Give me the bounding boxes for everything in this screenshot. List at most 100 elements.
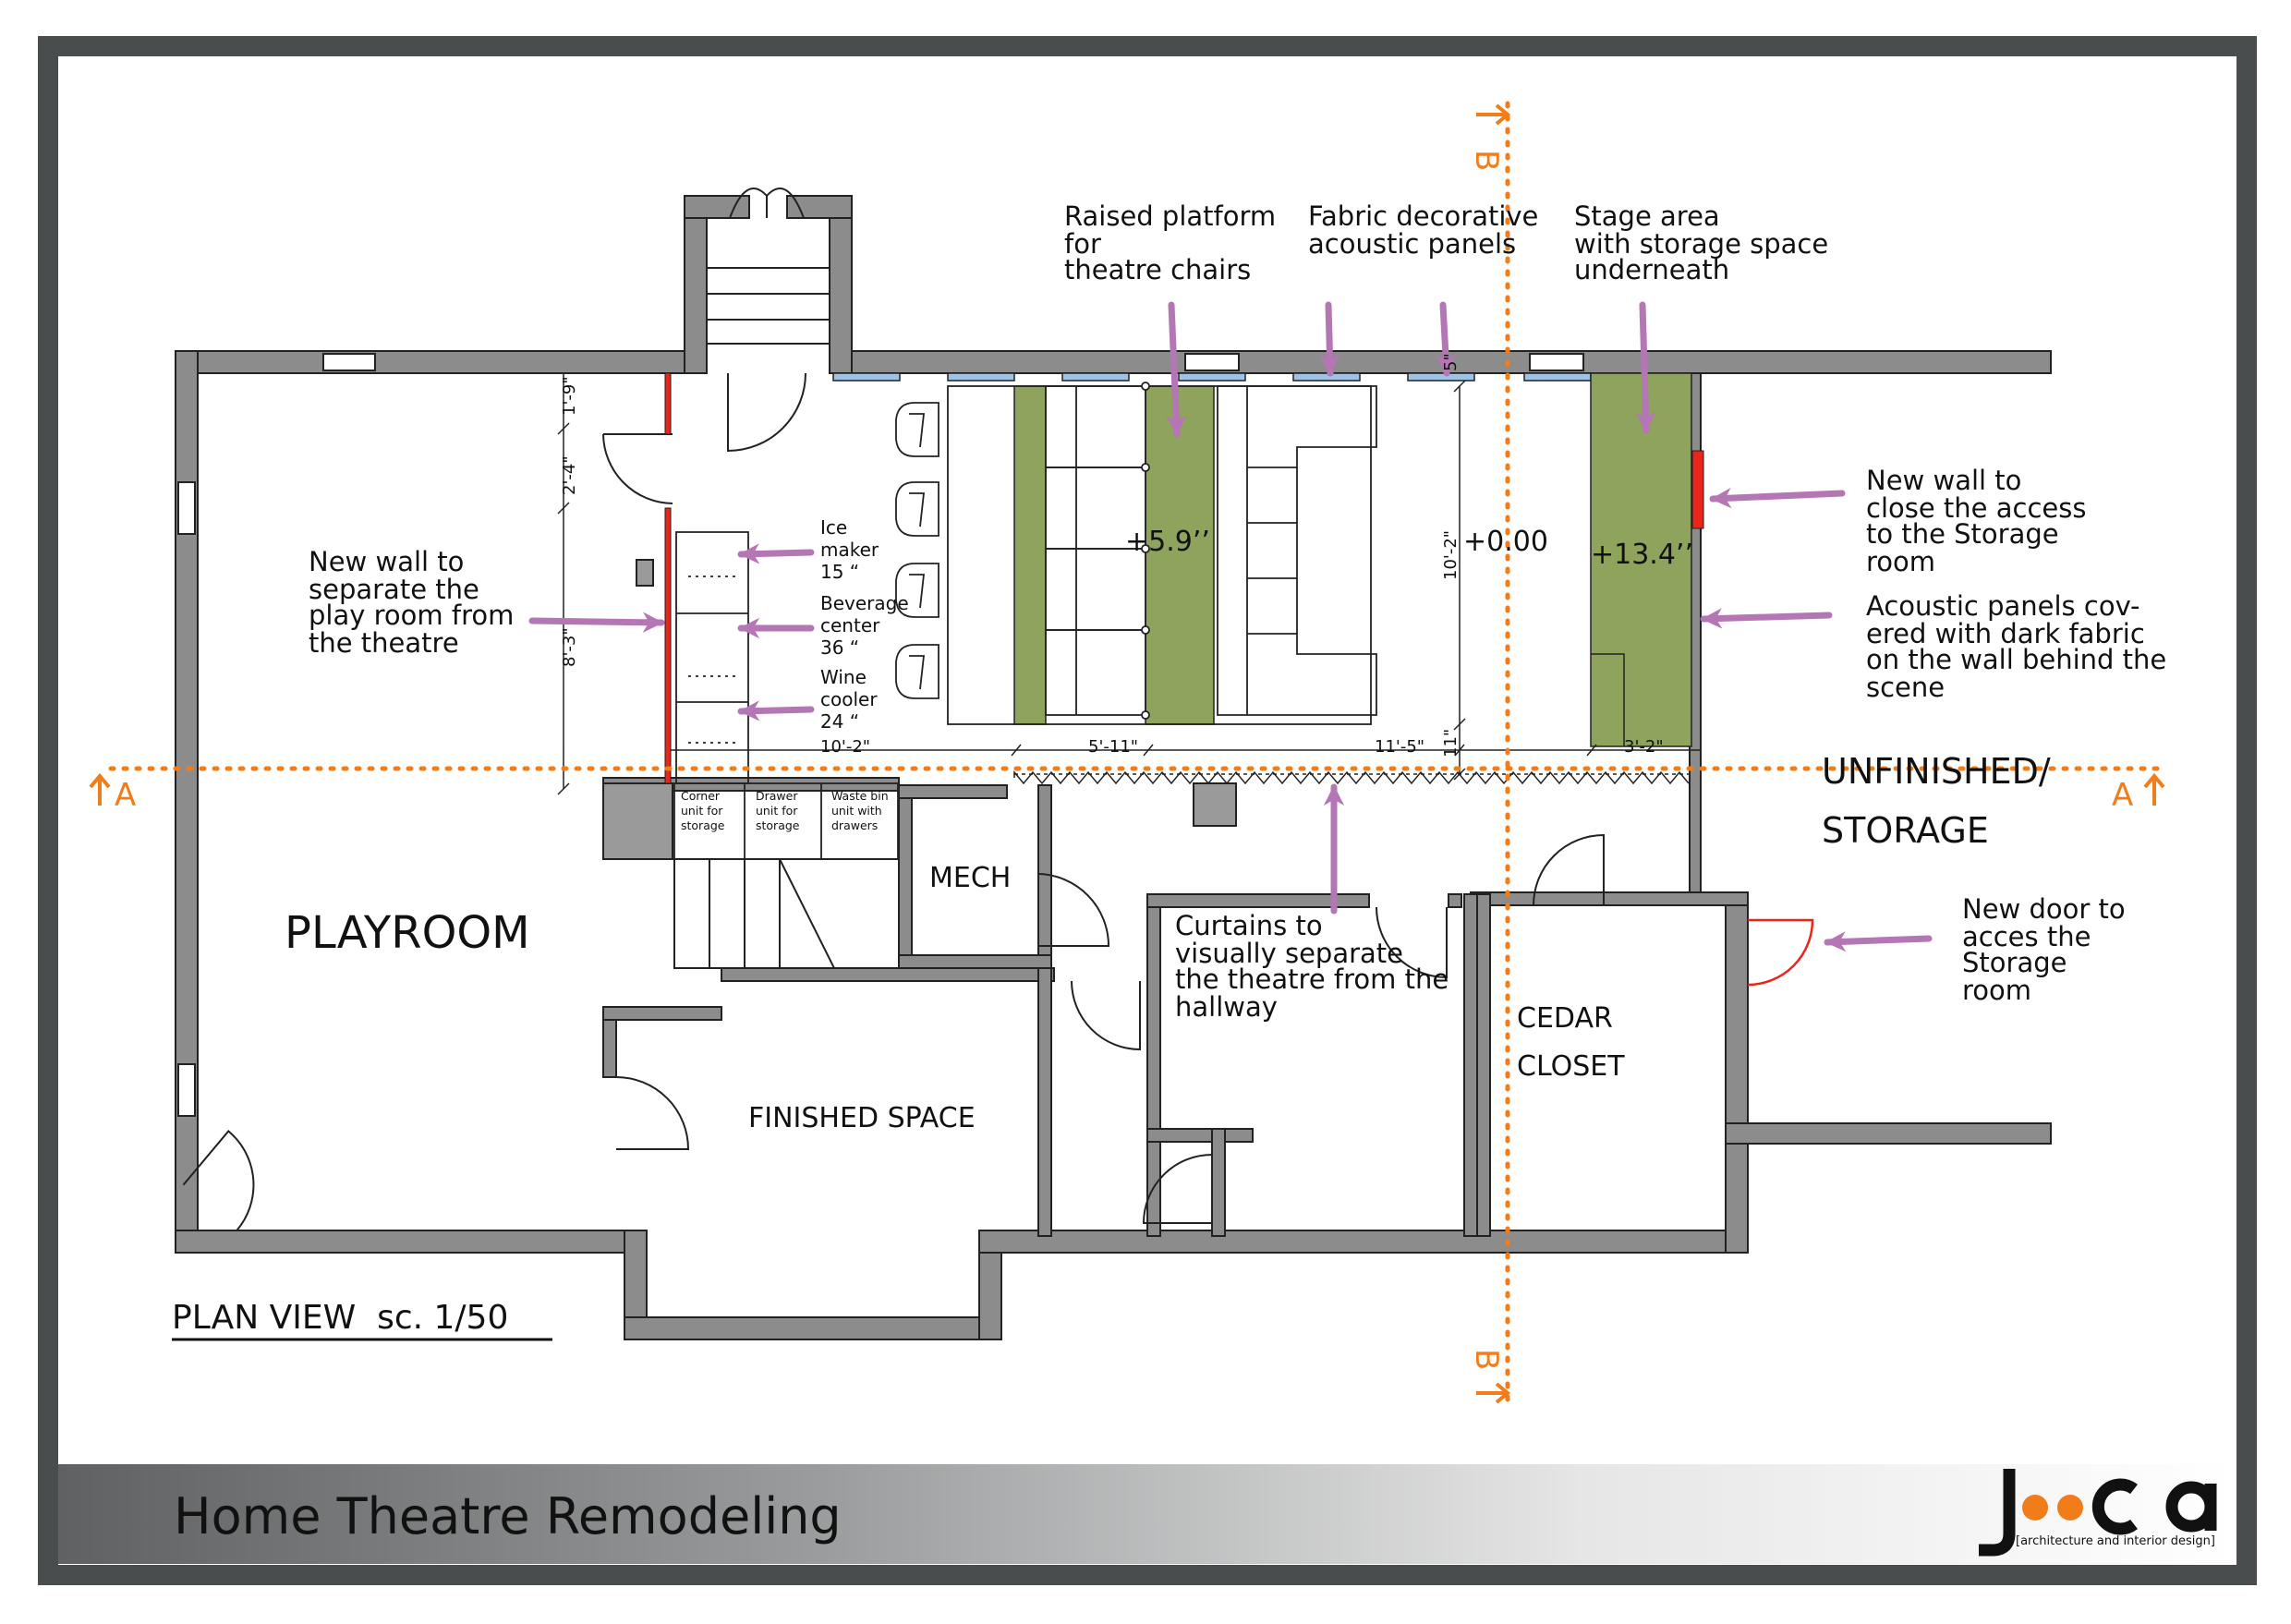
window-2 <box>1184 353 1240 371</box>
platform-strip-left <box>1013 385 1047 725</box>
new-wall-playroom <box>664 507 672 784</box>
door-stair[interactable] <box>727 372 806 453</box>
unit-drawer-l3: storage <box>756 818 800 832</box>
door-hallway-top[interactable] <box>1376 906 1448 979</box>
appliance-beverage-l2: center <box>820 614 880 636</box>
new-wall-top-segment <box>664 372 672 435</box>
window-1 <box>322 353 376 371</box>
unit-corner-l2: unit for <box>681 804 723 818</box>
door-cedar-closet[interactable] <box>1533 833 1605 906</box>
door-small-closet[interactable] <box>1142 1154 1213 1224</box>
wall-hall-top-stub <box>1448 893 1462 908</box>
unit-corner-l1: Corner <box>681 789 721 803</box>
appliance-wine-l1: Wine <box>820 666 867 688</box>
note-acoustic-l4: scene <box>1866 672 1945 703</box>
note-newwall-play-l2: separate the <box>309 574 479 605</box>
side-chairs <box>895 402 939 699</box>
wall-top-left <box>175 350 685 374</box>
kitchenette <box>673 531 899 860</box>
note-curtains-l3: the theatre from the <box>1175 963 1449 995</box>
column <box>1193 782 1237 827</box>
note-fabric-l1: Fabric decorative <box>1308 200 1538 232</box>
appliance-wine-l3: 24 “ <box>820 710 859 733</box>
note-newdoor-l2: acces the <box>1962 921 2091 952</box>
stage-area <box>1590 372 1692 747</box>
level-stage: +13.4’’ <box>1591 539 1693 571</box>
wall-post <box>636 559 654 587</box>
room-unfinished-line2: STORAGE <box>1822 810 1989 851</box>
room-cedar-line2: CLOSET <box>1517 1050 1625 1083</box>
dim-1-9: 1'-9" <box>560 376 579 416</box>
wall-mech-top <box>898 784 1008 799</box>
door-hall[interactable] <box>1071 980 1141 1051</box>
new-door-storage[interactable] <box>1747 918 1814 987</box>
note-newwall-storage-l2: close the access <box>1866 492 2086 524</box>
wall-bottom-right <box>978 1230 1749 1254</box>
logo-tagline: [architecture and interior design] <box>2016 1534 2215 1548</box>
section-a-right-arrow-icon <box>2143 772 2165 806</box>
section-b-top-label: B <box>1468 150 1505 171</box>
storage-block <box>602 782 673 860</box>
dim-10-2-vertical: 10'-2" <box>1441 530 1461 580</box>
stair-top <box>706 188 830 345</box>
wall-bay-bottom <box>624 1316 1002 1340</box>
acoustic-panel-4 <box>1178 372 1246 382</box>
window-4 <box>177 481 196 535</box>
wall-mech-bottom <box>898 954 1052 969</box>
door-finished-space[interactable] <box>615 1076 690 1150</box>
note-newdoor-l3: Storage <box>1962 947 2067 978</box>
unit-waste-l2: unit with <box>831 804 882 818</box>
dim-5: 5" <box>1441 353 1461 371</box>
note-newwall-play-l1: New wall to <box>309 546 464 577</box>
wall-stair-left <box>684 195 708 374</box>
arrow-ice-maker <box>737 543 815 564</box>
wall-stair-top-right <box>786 195 853 219</box>
arrow-acoustic-dark <box>1700 608 1833 629</box>
room-playroom: PLAYROOM <box>285 907 530 959</box>
logo-dot-2 <box>2057 1495 2083 1521</box>
note-raised-l1: Raised platform <box>1064 200 1276 232</box>
dim-11-5: 11'-5" <box>1375 737 1424 757</box>
door-playroom-exterior[interactable] <box>182 1130 282 1231</box>
window-3 <box>1529 353 1584 371</box>
section-a-left-arrow-icon <box>89 772 111 806</box>
section-b-bottom-label: B <box>1468 1349 1505 1370</box>
arrow-wine <box>737 700 815 721</box>
room-unfinished-line1: UNFINISHED/ <box>1822 751 2051 792</box>
seating-area <box>947 385 1372 725</box>
annotation-arrows <box>528 301 1933 952</box>
curtain-zigzag <box>1013 770 1690 785</box>
door-hall-to-theatre[interactable] <box>602 433 673 504</box>
sheet-frame <box>38 36 2257 1585</box>
title-band <box>58 1464 2236 1564</box>
wall-cedar-left <box>1476 893 1491 1237</box>
door-mech[interactable] <box>1037 873 1110 947</box>
arrow-new-wall-play <box>528 612 665 633</box>
note-stage-l1: Stage area <box>1574 200 1720 232</box>
wall-right-lower <box>1725 903 1749 1254</box>
acoustic-panel-3 <box>1061 372 1130 382</box>
dim-2-4: 2'-4" <box>560 455 579 495</box>
section-b-bottom-arrow-icon <box>1476 1382 1511 1404</box>
company-logo: [architecture and interior design] <box>1979 1469 2217 1557</box>
appliance-wine-l2: cooler <box>820 688 878 710</box>
dim-10-2-horizontal: 10'-2" <box>820 737 870 757</box>
note-raised-l3: theatre chairs <box>1064 254 1251 285</box>
storage-units <box>673 782 899 860</box>
wall-hall-left <box>1146 893 1161 1237</box>
unit-drawer-l2: unit for <box>756 804 798 818</box>
section-b-top-arrow-icon <box>1476 103 1511 126</box>
note-raised-l2: for <box>1064 228 1101 260</box>
arrow-new-wall-storage <box>1709 487 1846 509</box>
section-a-right-label: A <box>2112 777 2133 814</box>
arrow-fabric-panel-2 <box>1435 301 1457 377</box>
wall-finished-right <box>1037 967 1052 1237</box>
note-stage-l3: underneath <box>1574 254 1729 285</box>
sheet-title: Home Theatre Remodeling <box>174 1487 842 1545</box>
note-curtains-l4: hallway <box>1175 991 1278 1023</box>
appliance-ice-l1: Ice <box>820 516 847 539</box>
acoustic-panel-1 <box>832 372 901 382</box>
note-newdoor-l4: room <box>1962 975 2031 1006</box>
new-wall-storage <box>1691 450 1704 529</box>
